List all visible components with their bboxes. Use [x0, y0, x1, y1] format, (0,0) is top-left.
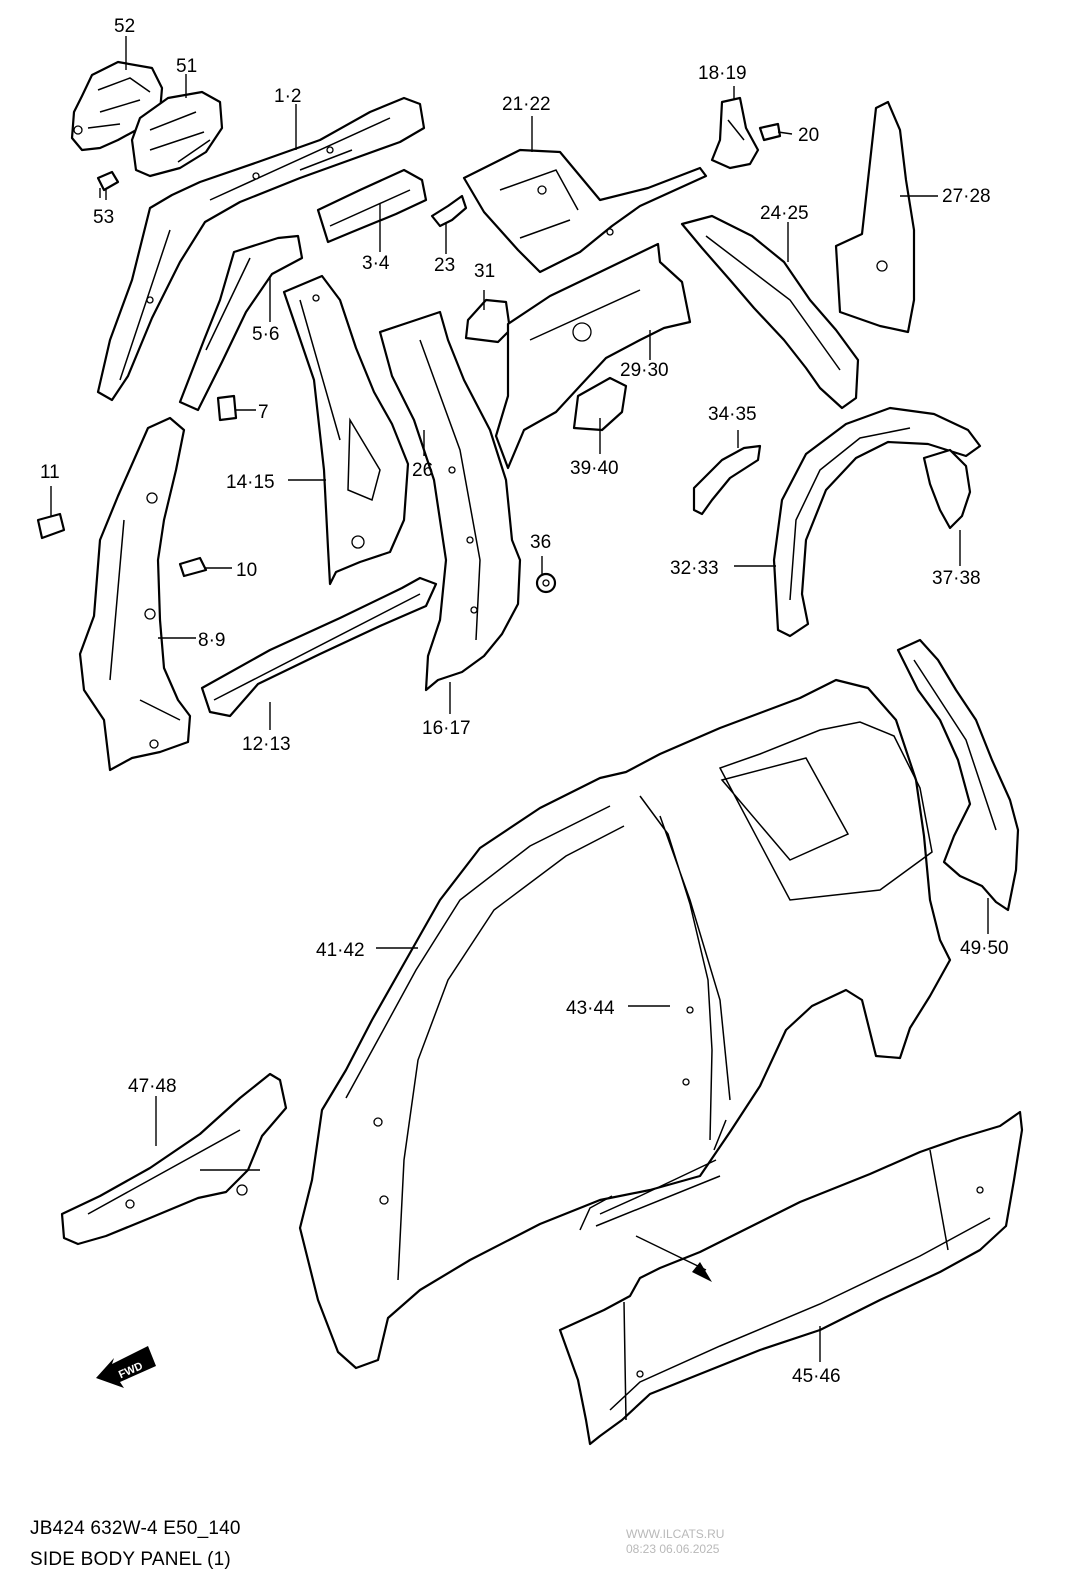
label-7: 7 [258, 402, 269, 423]
part-23[interactable] [430, 194, 468, 228]
part-47-48[interactable] [60, 1072, 288, 1246]
label-3-4: 3·4 [362, 253, 390, 274]
part-29-30[interactable] [494, 242, 692, 470]
label-37-38: 37·38 [932, 568, 981, 589]
part-45-46[interactable] [558, 1110, 1024, 1446]
label-5-6: 5·6 [252, 324, 279, 345]
part-8-9[interactable] [78, 416, 192, 772]
part-39-40[interactable] [572, 376, 628, 432]
part-12-13[interactable] [200, 576, 438, 718]
label-21-22: 21·22 [502, 94, 551, 115]
part-27-28[interactable] [834, 100, 916, 334]
label-20: 20 [798, 125, 819, 146]
part-16-17[interactable] [378, 310, 522, 692]
watermark-site: WWW.ILCATS.RU [626, 1527, 725, 1541]
label-16-17: 16·17 [422, 718, 471, 739]
label-39-40: 39·40 [570, 458, 619, 479]
part-14-15[interactable] [282, 274, 410, 586]
label-24-25: 24·25 [760, 203, 809, 224]
label-14-15: 14·15 [226, 472, 275, 493]
part-53[interactable] [96, 170, 120, 198]
label-23: 23 [434, 255, 455, 276]
label-29-30: 29·30 [620, 360, 669, 381]
label-47-48: 47·48 [128, 1076, 177, 1097]
part-49-50[interactable] [896, 638, 1020, 912]
label-10: 10 [236, 560, 257, 581]
part-24-25[interactable] [680, 214, 860, 410]
label-34-35: 34·35 [708, 404, 757, 425]
label-45-46: 45·46 [792, 1366, 841, 1387]
label-31: 31 [474, 261, 495, 282]
label-49-50: 49·50 [960, 938, 1009, 959]
label-51: 51 [176, 56, 197, 77]
leader-lines [50, 36, 989, 1362]
part-43-44[interactable] [579, 1119, 727, 1231]
part-31[interactable] [464, 298, 512, 344]
label-36: 36 [530, 532, 551, 553]
part-3-4[interactable] [316, 168, 428, 244]
part-32-33[interactable] [772, 406, 982, 638]
label-11: 11 [40, 462, 60, 483]
part-7[interactable] [216, 394, 238, 422]
label-52: 52 [114, 16, 135, 37]
label-43-44: 43·44 [566, 998, 615, 1019]
diagram-code: JB424 632W-4 E50_140 [30, 1518, 241, 1539]
label-12-13: 12·13 [242, 734, 291, 755]
fwd-arrow-icon: FWD [96, 1346, 156, 1388]
part-51[interactable] [130, 90, 224, 178]
part-11[interactable] [36, 512, 66, 540]
label-8-9: 8·9 [198, 630, 225, 651]
label-1-2: 1·2 [274, 86, 301, 107]
label-26: 26 [412, 460, 433, 481]
part-21-22[interactable] [462, 148, 708, 274]
part-34-35[interactable] [692, 444, 762, 516]
part-18-19[interactable] [710, 96, 760, 170]
callout-labels: 52 51 1·2 53 3·4 23 21·22 18·19 20 24·25… [40, 16, 1009, 1387]
part-41-42[interactable] [298, 678, 952, 1370]
label-32-33: 32·33 [670, 558, 719, 579]
watermark-timestamp: 08:23 06.06.2025 [626, 1542, 720, 1556]
label-41-42: 41·42 [316, 940, 365, 961]
part-5-6[interactable] [178, 234, 304, 412]
label-27-28: 27·28 [942, 186, 991, 207]
label-53: 53 [93, 207, 114, 228]
part-10[interactable] [178, 556, 208, 578]
part-1-2[interactable] [96, 96, 426, 402]
label-18-19: 18·19 [698, 63, 747, 84]
direction-arrow-icon [635, 1235, 712, 1282]
part-20[interactable] [758, 122, 782, 142]
part-37-38[interactable] [922, 448, 972, 530]
part-36[interactable] [535, 572, 557, 594]
diagram-title: SIDE BODY PANEL (1) [30, 1549, 231, 1570]
